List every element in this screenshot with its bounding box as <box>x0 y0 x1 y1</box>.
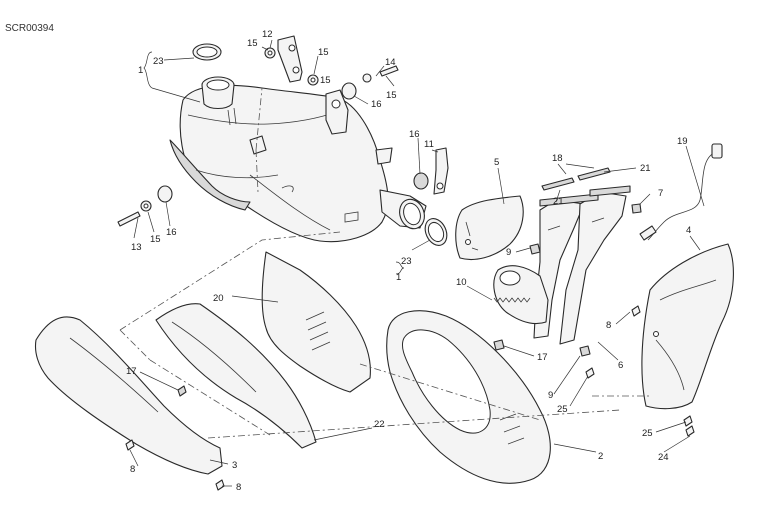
assembly-lines <box>119 87 650 439</box>
callout-25-b: 25 <box>642 428 653 439</box>
callout-18: 18 <box>552 153 563 164</box>
callout-10: 10 <box>456 277 467 288</box>
bolt-14 <box>379 65 399 77</box>
callouts: 23 1 12 15 15 15 14 15 16 16 11 13 15 16… <box>126 29 691 493</box>
exhaust-header <box>493 185 631 345</box>
lambda-sensor <box>639 143 723 241</box>
callout-25-a: 25 <box>557 404 568 415</box>
callout-6: 6 <box>618 360 623 371</box>
callout-8-right: 8 <box>606 320 611 331</box>
leader-lines <box>129 39 705 487</box>
callout-16-a: 16 <box>371 99 382 110</box>
heat-shield-22 <box>155 303 317 449</box>
heat-shield-4 <box>641 243 734 410</box>
callout-2: 2 <box>598 451 603 462</box>
bolt-13 <box>117 211 141 227</box>
callout-9-mid: 9 <box>506 247 511 258</box>
callout-24: 24 <box>658 452 669 463</box>
callout-22: 22 <box>374 419 385 430</box>
callout-17-left: 17 <box>126 366 137 377</box>
callout-5: 5 <box>494 157 499 168</box>
callout-23-top: 23 <box>153 56 164 67</box>
clamp-ring-mid <box>424 218 448 246</box>
screws <box>125 305 695 491</box>
bracket-12 <box>277 35 303 83</box>
callout-15-b: 15 <box>318 47 329 58</box>
callout-15-e: 15 <box>150 234 161 245</box>
silencer-body <box>169 76 427 243</box>
guard-2 <box>386 310 551 484</box>
callout-14: 14 <box>385 57 396 68</box>
callout-16-c: 16 <box>166 227 177 238</box>
gasket-21 <box>577 167 611 181</box>
callout-7: 7 <box>658 188 663 199</box>
nut-9-low <box>579 345 591 357</box>
nut-9-mid <box>529 243 541 255</box>
callout-20: 20 <box>213 293 224 304</box>
nut-7 <box>631 203 642 214</box>
rubber-mounts <box>140 47 429 212</box>
callout-9-low: 9 <box>548 390 553 401</box>
callout-4: 4 <box>686 225 691 236</box>
callout-19: 19 <box>677 136 688 147</box>
callout-21-a: 21 <box>640 163 651 174</box>
callout-21-b: 21 <box>553 196 564 207</box>
spring-10 <box>493 297 531 303</box>
clamp-ring-top <box>192 43 222 61</box>
callout-3: 3 <box>232 460 237 471</box>
gasket-18 <box>541 177 575 191</box>
callout-15-c: 15 <box>320 75 331 86</box>
heat-shield-5 <box>455 195 524 261</box>
callout-1-top: 1 <box>138 65 143 76</box>
diagram-code: SCR00394 <box>5 23 54 34</box>
callout-17-right: 17 <box>537 352 548 363</box>
callout-11: 11 <box>424 139 434 150</box>
callout-23-mid: 23 <box>401 256 412 267</box>
callout-13: 13 <box>131 242 142 253</box>
heat-shield-20-slots <box>305 311 331 351</box>
bracket-11 <box>433 147 449 195</box>
callout-1-bottom: 1 <box>396 272 401 283</box>
lower-cover-3 <box>34 316 223 475</box>
callout-12: 12 <box>262 29 273 40</box>
callout-15-d: 15 <box>386 90 397 101</box>
callout-8-bottom: 8 <box>236 482 241 493</box>
callout-16-b: 16 <box>409 129 420 140</box>
callout-15-a: 15 <box>247 38 258 49</box>
heat-shield-20 <box>261 251 371 393</box>
callout-8-left: 8 <box>130 464 135 475</box>
